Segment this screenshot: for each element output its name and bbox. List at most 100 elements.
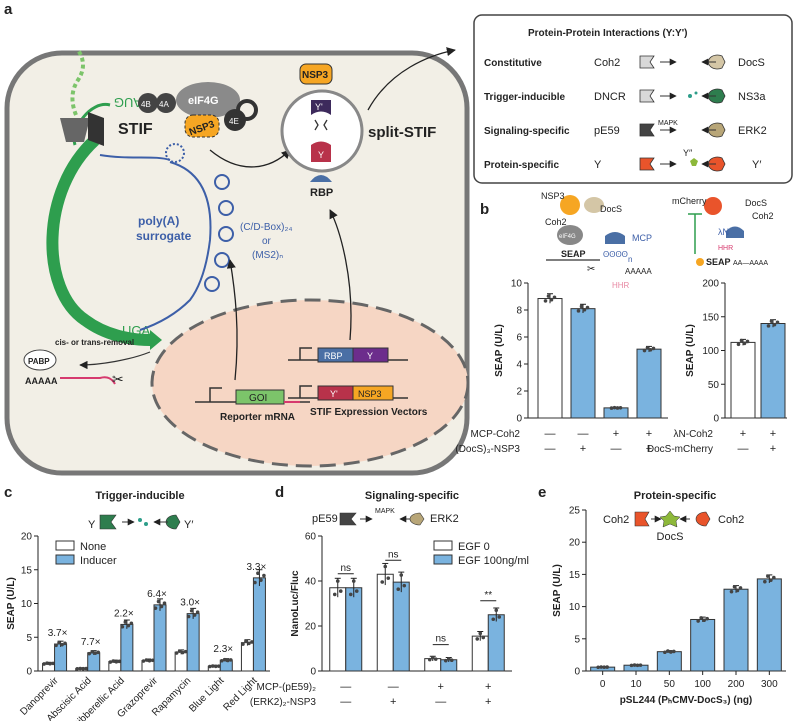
replicate-dot: [63, 641, 67, 646]
replicate-dot: [618, 405, 623, 410]
y-tick-label: 10: [511, 279, 523, 290]
condition-sign: —: [340, 681, 351, 693]
condition-sign: —: [388, 681, 399, 693]
replicate-dot: [207, 664, 212, 669]
condition-sign: —: [545, 428, 556, 440]
promoter-arrow-3: [299, 385, 312, 398]
replicate-dot: [386, 576, 391, 580]
replicate-dot: [222, 657, 227, 662]
y-tick-label: 0: [516, 414, 522, 425]
ppi-mid-label: MAPK: [658, 120, 678, 127]
replicate-dot: [108, 660, 113, 664]
eif4b-label: 4B: [141, 100, 151, 109]
replicate-dot: [632, 663, 637, 667]
replicate-dot: [739, 338, 744, 343]
mcp-b-icon: [605, 232, 625, 244]
legend-swatch: [55, 554, 75, 565]
condition-sign: +: [438, 681, 444, 693]
y-tick-label: 20: [569, 538, 581, 549]
erk2-icon: [409, 512, 425, 526]
replicate-dot: [763, 579, 767, 584]
eif4g-icon: [176, 82, 240, 118]
bar: [603, 407, 629, 419]
rbp-label: RBP: [310, 187, 333, 199]
yprime-label: Y': [315, 102, 323, 112]
ppi-row-label: Trigger-inducible: [484, 92, 566, 103]
replicate-dot: [769, 578, 773, 583]
y-tick-label: 6: [516, 333, 522, 344]
ribosome-small-icon: [88, 112, 104, 146]
fold-change-label: 3.3×: [247, 562, 267, 573]
diagram-right-label: ERK2: [430, 513, 459, 525]
replicate-dot: [769, 319, 774, 323]
coh2-right-icon: [695, 511, 711, 527]
y-tick-label: 60: [305, 532, 317, 543]
pabp-label: PABP: [28, 357, 50, 366]
stemloops-b: ʘʘʘʘ: [603, 250, 628, 259]
replicate-dot: [478, 631, 483, 636]
ppi-left-label: DNCR: [594, 91, 626, 103]
replicate-dot: [742, 341, 747, 346]
replicate-dot: [156, 599, 161, 604]
y-tick-label: 0: [574, 667, 580, 678]
ppi-row-label: Signaling-specific: [484, 126, 570, 137]
aa-b2-label: AA—AAAA: [733, 260, 768, 267]
ns3a-icon: [165, 514, 181, 530]
replicate-dot: [546, 294, 551, 298]
replicate-dot: [259, 578, 263, 582]
condition-sign: +: [485, 681, 491, 693]
y-tick-label: 100: [702, 346, 719, 357]
legend-swatch: [433, 540, 453, 551]
replicate-dot: [338, 589, 343, 593]
condition-sign: +: [740, 428, 746, 440]
fold-change-label: 3.7×: [48, 628, 68, 639]
replicate-dot: [129, 621, 134, 626]
replicate-dot: [585, 305, 590, 310]
lambdan-label: λN: [718, 227, 729, 237]
condition-label: MCP-(pE59)₂: [257, 682, 317, 693]
replicate-dot: [582, 307, 587, 312]
replicate-dot: [481, 635, 486, 640]
polya-tail: AAAAA: [25, 376, 58, 386]
replicate-dot: [399, 573, 404, 577]
mcherry-label: mCherry: [672, 196, 707, 206]
x-tick-label: 300: [761, 679, 778, 690]
x-tick-label: 100: [694, 679, 711, 690]
condition-label: λN-Coh2: [674, 429, 714, 440]
legend-label: EGF 0: [458, 541, 490, 553]
nsp3-b-icon: [560, 195, 580, 215]
chart-title: Trigger-inducible: [95, 490, 184, 502]
replicate-dot: [427, 657, 432, 662]
promoter-arrow-1: [209, 387, 222, 402]
replicate-dot: [615, 406, 620, 410]
replicate-dot: [42, 662, 46, 666]
y-tick-label: 150: [702, 312, 719, 323]
replicate-dot: [672, 649, 676, 654]
significance-label: ns: [388, 549, 399, 560]
y-tick-label: 10: [569, 602, 581, 613]
nsp3-b-label: NSP3: [541, 191, 565, 201]
bar: [487, 614, 505, 672]
bar: [730, 341, 756, 419]
condition-label: (DocS)₃-NSP3: [455, 444, 520, 455]
replicate-dot: [380, 580, 385, 584]
cdbox-label: (C/D-Box)₂₄: [240, 222, 292, 233]
reporter-export-arrow: [226, 259, 238, 381]
condition-sign: +: [390, 696, 396, 708]
y-tick-label: 0: [26, 667, 32, 678]
yp-vec-label: Y': [330, 389, 338, 399]
panel-b-diagram: NSP3 DocS Coh2 eIF4G SEAP MCP ʘʘʘʘ n AAA…: [541, 191, 774, 290]
panel-letter-e: e: [538, 484, 546, 501]
diagram-y-label: Y: [88, 519, 96, 531]
y-tick-label: 0: [713, 414, 719, 425]
condition-sign: +: [485, 696, 491, 708]
y-axis-label: SEAP (U/L): [6, 577, 17, 630]
replicate-dot: [225, 658, 230, 663]
replicate-dot: [666, 649, 670, 653]
replicate-dot: [497, 615, 502, 619]
legend-swatch: [55, 540, 75, 551]
bar: [723, 588, 749, 672]
chart-title: Signaling-specific: [365, 490, 459, 502]
